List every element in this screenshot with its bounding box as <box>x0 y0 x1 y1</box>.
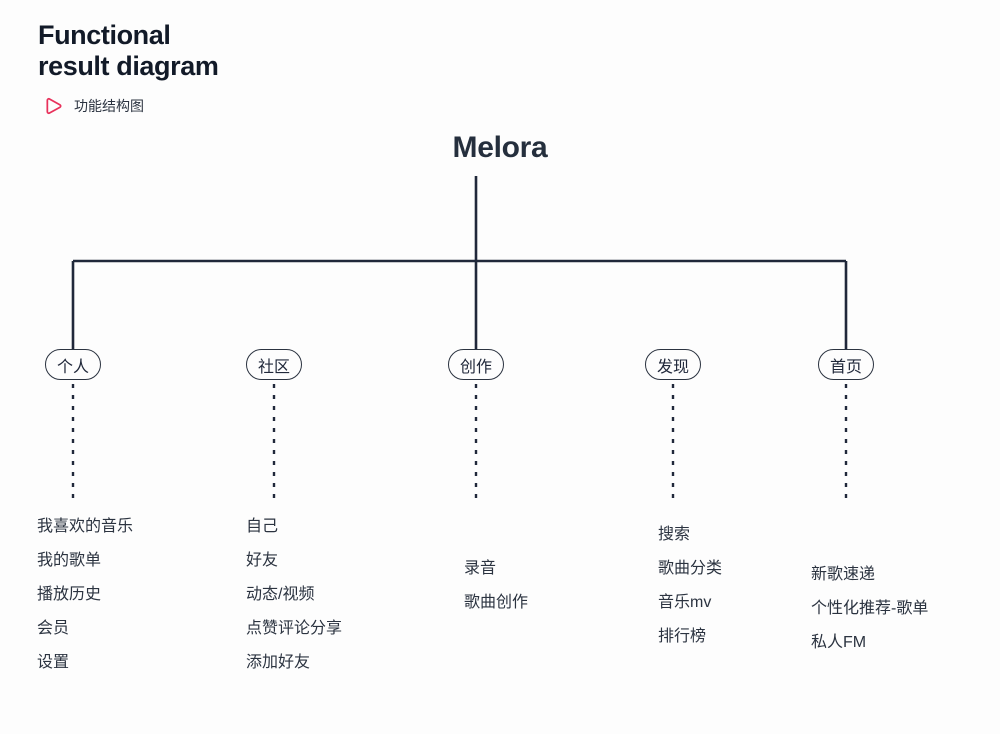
leaf-item[interactable]: 好友 <box>246 552 279 569</box>
leaf-column-2: 自己好友动态/视频点赞评论分享添加好友 <box>246 510 342 680</box>
leaf-item[interactable]: 音乐mv <box>658 594 712 611</box>
leaf-column-5: 新歌速递个性化推荐-歌单私人FM <box>811 558 928 660</box>
solid-connector-group <box>71 176 848 349</box>
branch-node-4[interactable]: 发现 <box>644 349 702 380</box>
leaf-item[interactable]: 歌曲创作 <box>464 594 529 611</box>
leaf-item[interactable]: 歌曲分类 <box>658 560 723 577</box>
dotted-connector-group <box>71 384 848 505</box>
subtitle-row: 功能结构图 <box>44 96 218 116</box>
branch-node-2[interactable]: 社区 <box>245 349 303 380</box>
page-title-line-1: Functional <box>38 20 171 50</box>
branch-node-3[interactable]: 创作 <box>447 349 505 380</box>
branch-node-1[interactable]: 个人 <box>44 349 102 380</box>
leaf-item[interactable]: 搜索 <box>658 526 691 543</box>
leaf-item[interactable]: 我的歌单 <box>37 552 102 569</box>
branch-node-5[interactable]: 首页 <box>817 349 875 380</box>
leaf-item[interactable]: 新歌速递 <box>811 566 876 583</box>
leaf-item[interactable]: 动态/视频 <box>246 586 315 603</box>
leaf-item[interactable]: 我喜欢的音乐 <box>37 518 134 535</box>
leaf-item[interactable]: 点赞评论分享 <box>246 620 343 637</box>
root-node-label: Melora <box>452 131 548 164</box>
page-header: Functional result diagram 功能结构图 <box>38 20 219 116</box>
leaf-item[interactable]: 个性化推荐-歌单 <box>811 600 929 617</box>
leaf-item[interactable]: 排行榜 <box>658 628 707 645</box>
leaf-column-3: 录音歌曲创作 <box>464 552 528 620</box>
leaf-item[interactable]: 添加好友 <box>246 654 311 671</box>
leaf-item[interactable]: 私人FM <box>811 634 867 651</box>
subtitle-label: 功能结构图 <box>74 98 144 114</box>
leaf-item[interactable]: 设置 <box>37 654 70 671</box>
page-title-line-2: result diagram <box>38 51 219 81</box>
play-triangle-icon <box>44 96 64 116</box>
leaf-item[interactable]: 录音 <box>464 560 497 577</box>
leaf-item[interactable]: 播放历史 <box>37 586 102 603</box>
leaf-item[interactable]: 自己 <box>246 518 279 535</box>
leaf-column-4: 搜索歌曲分类音乐mv 排行榜 <box>658 518 722 654</box>
leaf-column-1: 我喜欢的音乐我的歌单播放历史会员设置 <box>37 510 133 680</box>
leaf-item[interactable]: 会员 <box>37 620 70 637</box>
